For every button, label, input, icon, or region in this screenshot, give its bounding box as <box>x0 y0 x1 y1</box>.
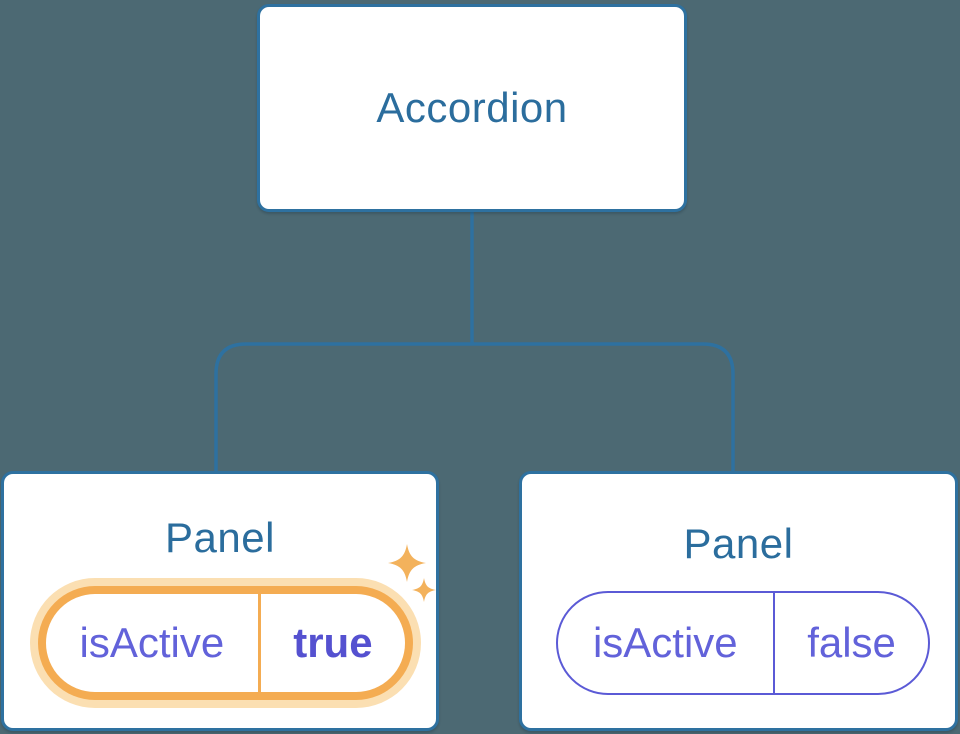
state-value: true <box>293 619 373 666</box>
pill-divider <box>772 593 776 693</box>
panel-node-label: Panel <box>165 514 275 561</box>
panel-node-label: Panel <box>683 520 794 567</box>
accordion-node-label: Accordion <box>376 84 568 131</box>
state-key: isActive <box>592 619 738 666</box>
panel-node-active: Panel isActive true <box>1 471 439 731</box>
state-key: isActive <box>79 619 225 666</box>
state-value: false <box>807 619 896 666</box>
accordion-node: Accordion <box>257 4 687 212</box>
state-pill-inactive: isActive false <box>556 591 930 695</box>
state-pill-active: isActive true <box>30 578 421 708</box>
panel-node-inactive: Panel isActive false <box>519 471 958 731</box>
pill-divider <box>257 594 261 692</box>
